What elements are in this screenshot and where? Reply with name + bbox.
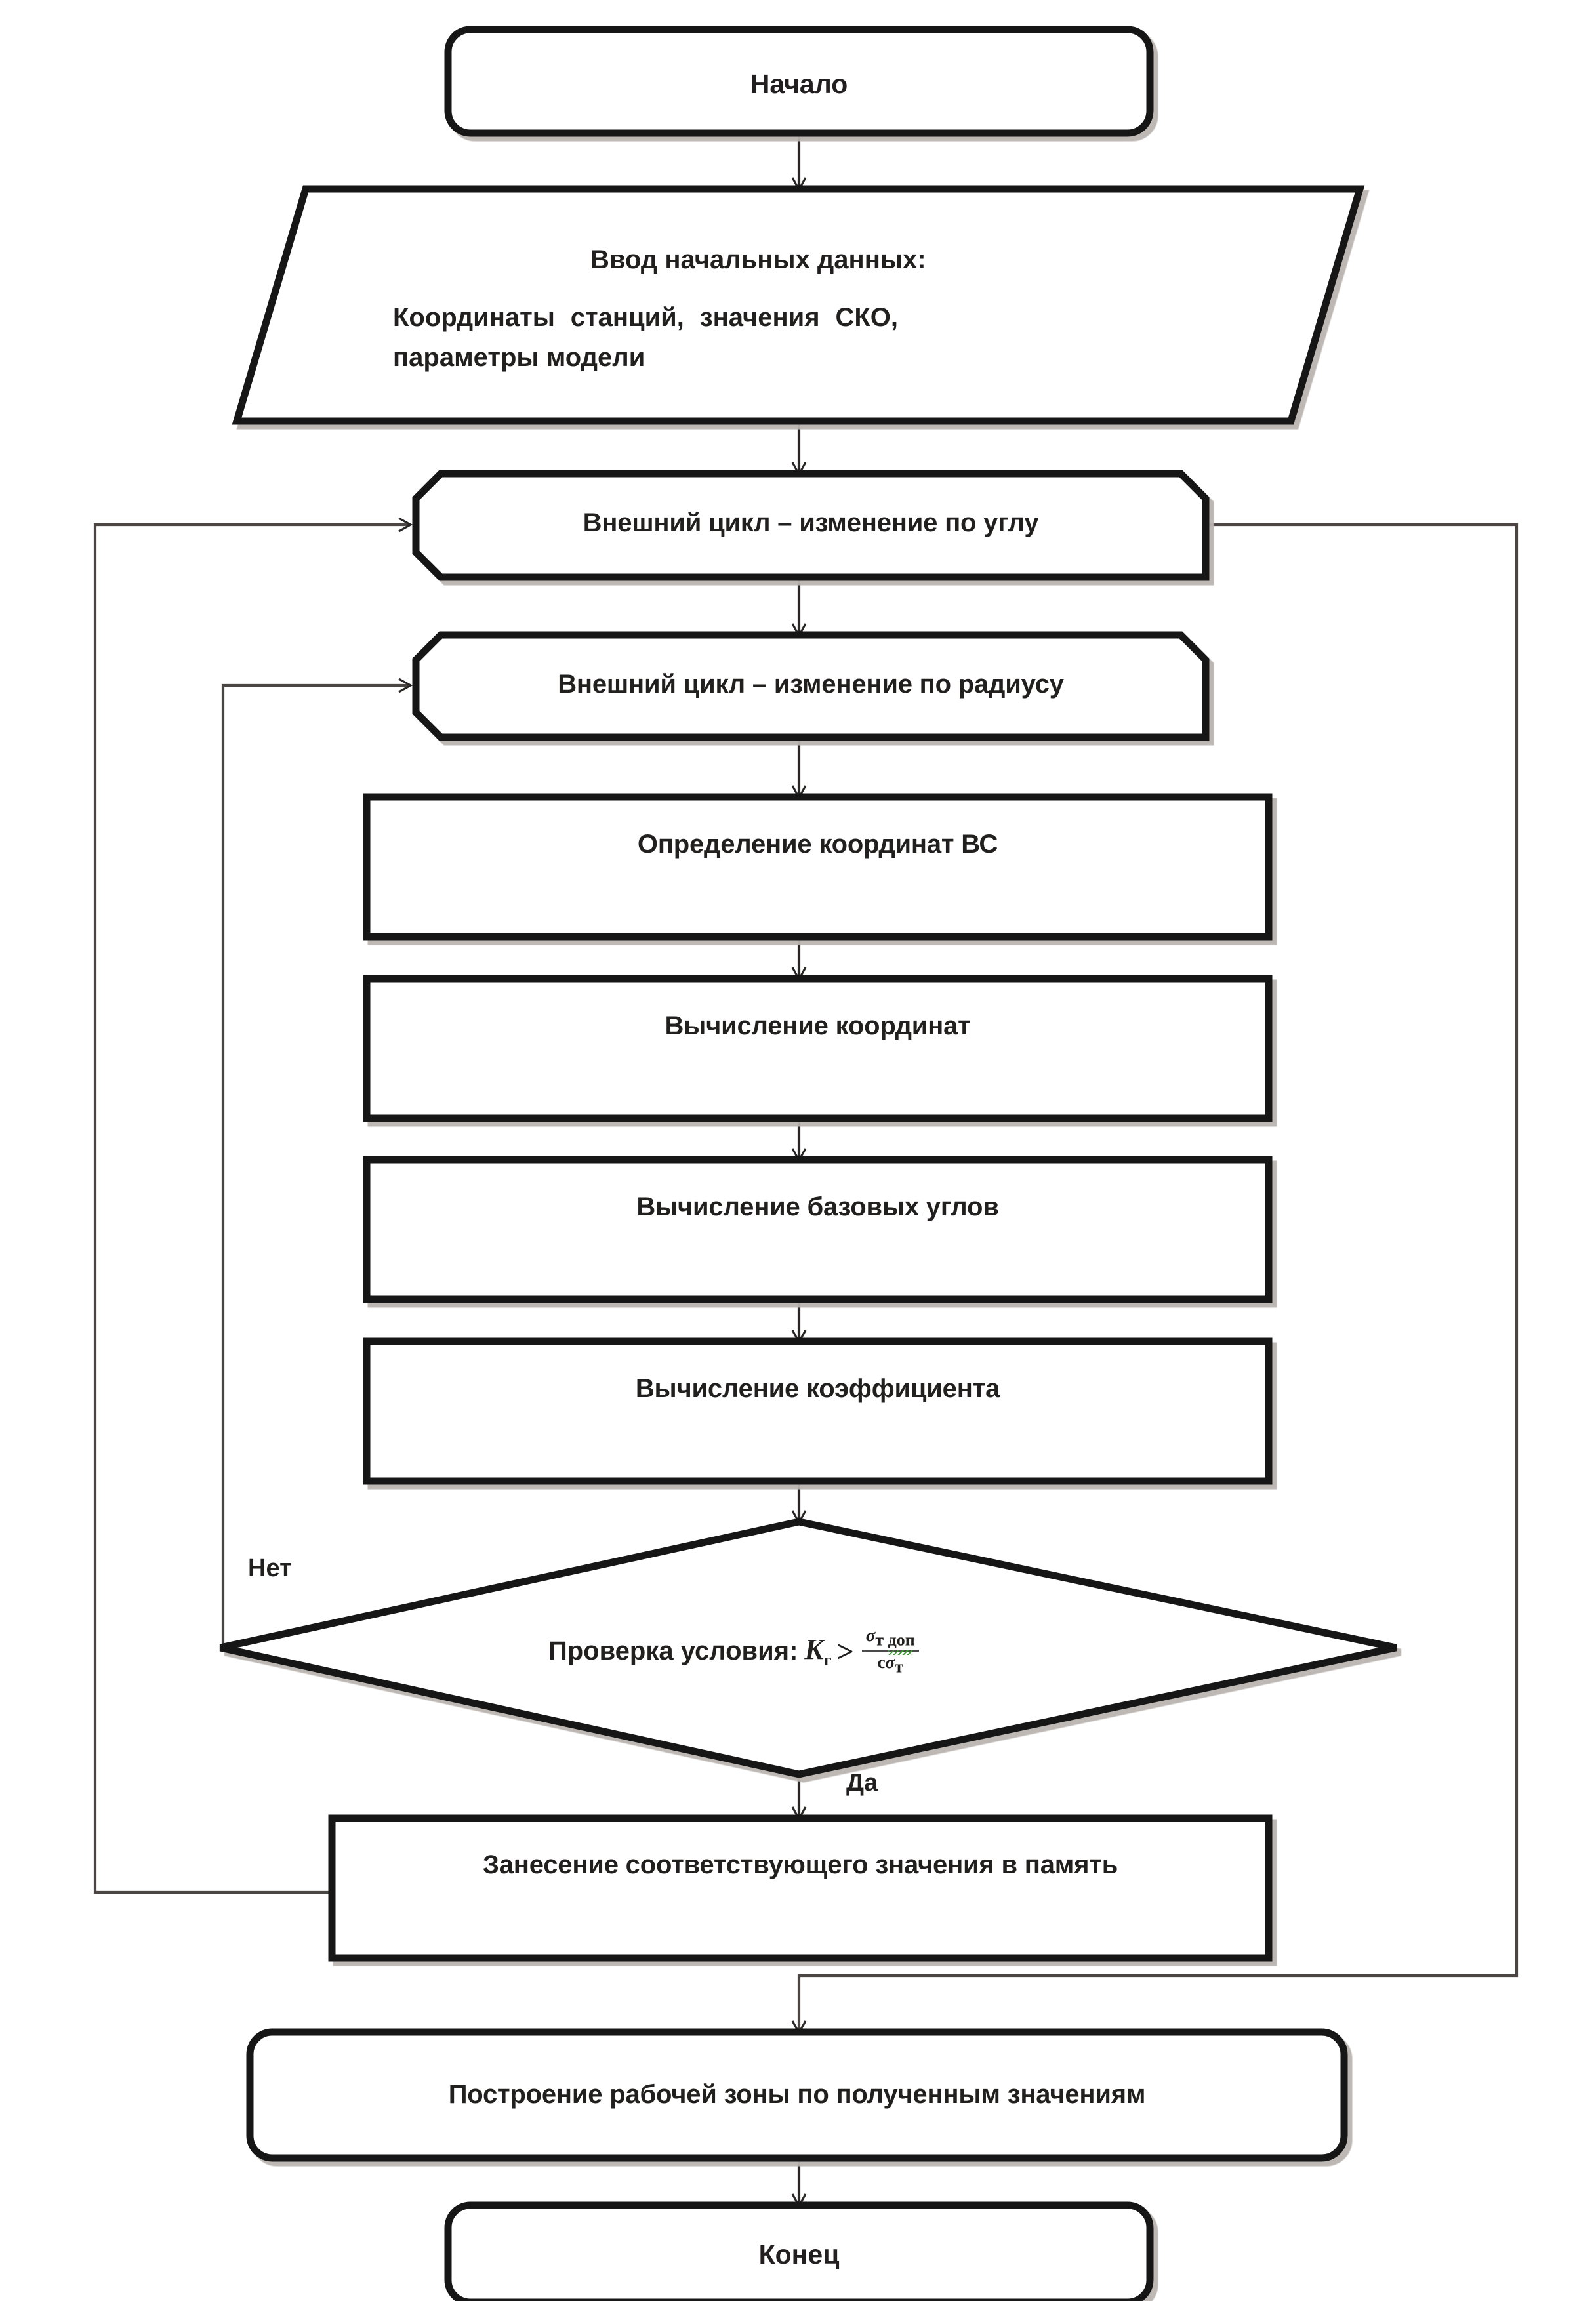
node-compute-coords-shape xyxy=(363,975,1273,1122)
decision-fraction: σт доп cσт xyxy=(861,1625,919,1677)
decision-denominator: cσт xyxy=(877,1650,913,1677)
decision-condition-prefix: Проверка условия: xyxy=(548,1636,798,1665)
node-loop-radius-shape xyxy=(412,631,1210,741)
edge-loop-angle-to-build-zone xyxy=(791,523,1519,2035)
node-start-shape xyxy=(444,26,1154,137)
decision-operator: > xyxy=(836,1634,854,1668)
branch-label-no: Нет xyxy=(248,1555,292,1582)
node-build-zone-shape xyxy=(246,2028,1348,2162)
node-decision-shape xyxy=(219,1518,1397,1778)
node-input-title: Ввод начальных данных: xyxy=(590,245,926,274)
node-determine-coords-shape xyxy=(363,793,1273,941)
branch-label-yes: Да xyxy=(846,1769,878,1797)
node-decision-label: Проверка условия: Kг > σт доп cσт xyxy=(548,1625,919,1677)
node-input-shape xyxy=(232,185,1365,425)
node-input-body: Координаты станций, значения СКО, параме… xyxy=(393,303,898,372)
node-compute-coefficient-shape xyxy=(363,1337,1273,1485)
spellcheck-underline-icon: σт xyxy=(885,1650,913,1677)
edge-store-to-loop-angle xyxy=(93,517,413,1894)
node-store-memory-shape xyxy=(328,1814,1273,1962)
node-compute-base-angles-shape xyxy=(363,1156,1273,1303)
decision-numerator: σт доп xyxy=(865,1625,915,1650)
edge-decision-no-to-loop-radius xyxy=(221,678,413,1648)
node-loop-angle-shape xyxy=(412,470,1210,581)
decision-lhs-symbol: Kг xyxy=(804,1633,832,1669)
decision-lhs-subscript: г xyxy=(823,1650,832,1669)
node-end-shape xyxy=(444,2201,1154,2301)
